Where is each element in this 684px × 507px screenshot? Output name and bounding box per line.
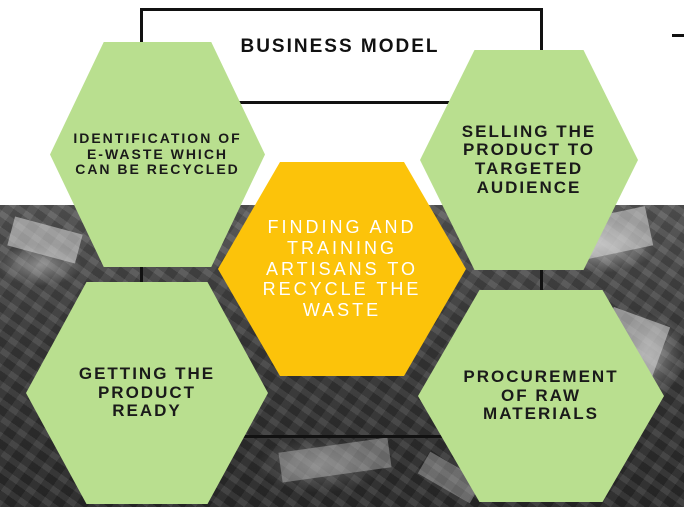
- step-procurement: PROCUREMENT OF RAW MATERIALS: [418, 290, 664, 502]
- diagram-title: BUSINESS MODEL: [240, 36, 440, 57]
- step-selling-label: SELLING THE PRODUCT TO TARGETED AUDIENCE: [461, 121, 597, 197]
- step-finding-artisans: FINDING AND TRAINING ARTISANS TO RECYCLE…: [218, 162, 466, 376]
- step-finding-artisans-label: FINDING AND TRAINING ARTISANS TO RECYCLE…: [262, 217, 422, 321]
- step-identification-label: IDENTIFICATION OF E-WASTE WHICH CAN BE R…: [73, 130, 242, 178]
- step-getting-ready-label: GETTING THE PRODUCT READY: [78, 363, 216, 421]
- step-procurement-label: PROCUREMENT OF RAW MATERIALS: [463, 366, 619, 424]
- decorative-dash: [672, 34, 684, 37]
